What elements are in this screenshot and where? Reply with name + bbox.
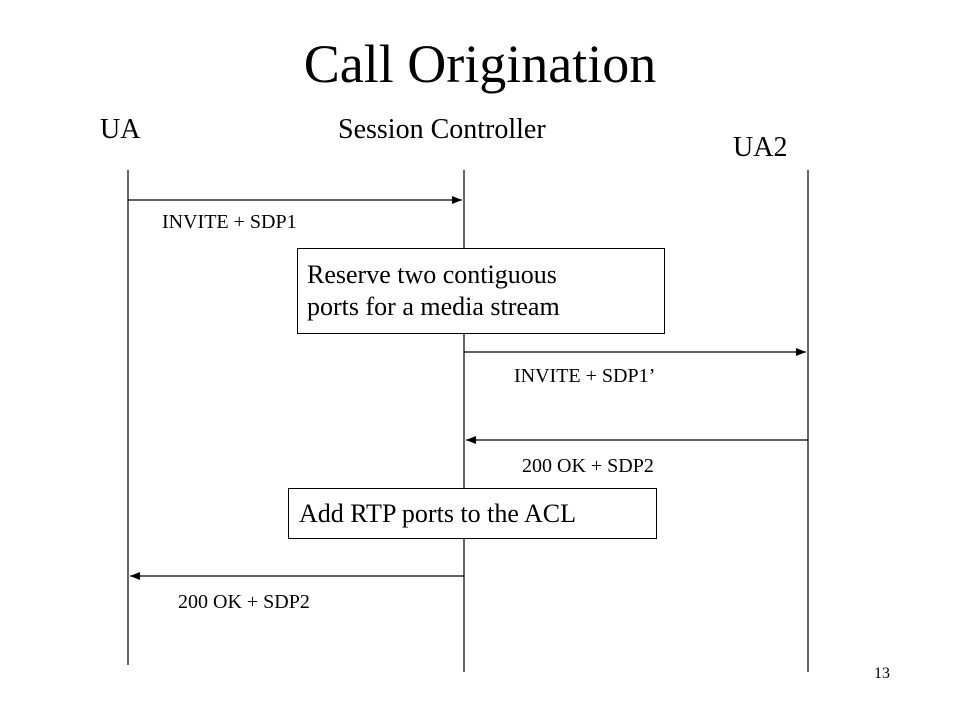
actor-ua2: UA2 <box>733 132 788 163</box>
actor-session-controller: Session Controller <box>338 114 546 145</box>
note-add-rtp-ports: Add RTP ports to the ACL <box>288 488 657 539</box>
note-reserve-line-2: ports for a media stream <box>307 292 560 321</box>
message-label-invite-sdp1: INVITE + SDP1 <box>162 211 297 233</box>
message-label-invite-sdp1-prime: INVITE + SDP1’ <box>514 365 656 387</box>
note-acl-text: Add RTP ports to the ACL <box>299 499 576 528</box>
message-label-200-ok-to-sc: 200 OK + SDP2 <box>522 455 654 477</box>
actor-ua: UA <box>100 114 141 145</box>
message-label-200-ok-to-ua: 200 OK + SDP2 <box>178 591 310 613</box>
note-reserve-line-1: Reserve two contiguous <box>307 260 557 289</box>
page-number: 13 <box>874 665 890 682</box>
slide-title: Call Origination <box>303 34 657 94</box>
note-reserve-ports: Reserve two contiguous ports for a media… <box>297 248 665 334</box>
